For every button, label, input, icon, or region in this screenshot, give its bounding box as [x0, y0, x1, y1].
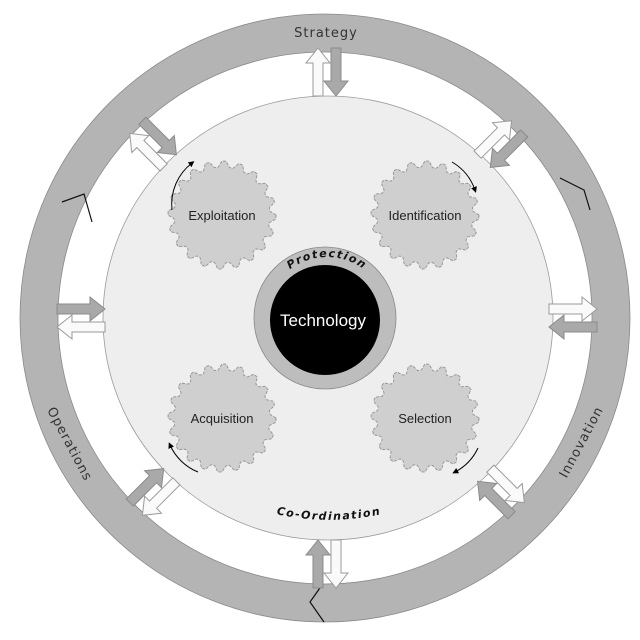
gear-label-acquisition: Acquisition — [191, 411, 254, 426]
ring-break-bottom — [309, 584, 325, 623]
technology-label: Technology — [280, 311, 367, 330]
arrow-inward-top — [322, 47, 350, 97]
arrow-outward-upper-right — [473, 120, 513, 159]
rotation-arrow-icon — [452, 447, 479, 474]
gear-label-exploitation: Exploitation — [188, 208, 255, 223]
gear-icon — [167, 363, 277, 473]
arrow-inward-upper-right — [489, 129, 529, 168]
gear-icon — [370, 160, 480, 270]
arrow-outward-lower-left — [141, 477, 181, 516]
gear-label-selection: Selection — [398, 411, 451, 426]
rotation-arrow-icon — [168, 442, 199, 473]
rotation-arrow-icon — [171, 161, 195, 211]
strategy-label: Strategy — [294, 26, 358, 41]
ring-break-left — [61, 193, 93, 223]
arrow-inward-upper-left — [138, 116, 177, 156]
arrow-outward-bottom — [322, 539, 350, 589]
coordination-label-path: Co-Ordination — [276, 504, 381, 523]
arrow-outward-left — [56, 313, 106, 341]
gear-label-identification: Identification — [389, 208, 462, 223]
outer-ring-edge-outer — [19, 13, 631, 623]
gear-icon — [167, 160, 277, 270]
arrow-inward-lower-right — [477, 480, 516, 520]
arrow-inward-lower-left — [125, 468, 165, 507]
rotation-arrow-icon — [451, 161, 477, 193]
outer-ring-edge-inner — [57, 51, 593, 585]
outer-ring — [20, 14, 630, 622]
arrow-inward-right — [548, 313, 598, 341]
arrow-inward-bottom — [304, 539, 332, 589]
arrow-outward-right — [548, 295, 598, 323]
arrow-outward-top — [304, 47, 332, 97]
arrow-outward-lower-right — [486, 464, 525, 504]
gear-icon — [370, 363, 480, 473]
arrow-pairs — [56, 47, 598, 589]
arrow-inward-left — [56, 295, 106, 323]
coordination-label: Co-Ordination — [276, 504, 382, 523]
arrow-outward-upper-left — [129, 132, 168, 172]
ring-break-right — [559, 177, 591, 211]
technology-core — [270, 265, 380, 375]
